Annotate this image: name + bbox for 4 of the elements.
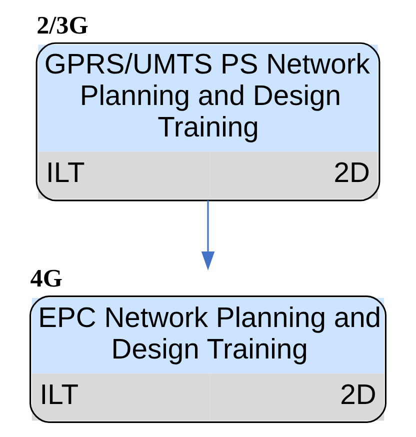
node-box: GPRS/UMTS PS Network Planning and Design Training ILT 2D bbox=[36, 42, 380, 202]
arrow bbox=[201, 200, 215, 270]
node-label: 2/3G bbox=[36, 12, 88, 40]
node-label: 4G bbox=[30, 266, 62, 293]
